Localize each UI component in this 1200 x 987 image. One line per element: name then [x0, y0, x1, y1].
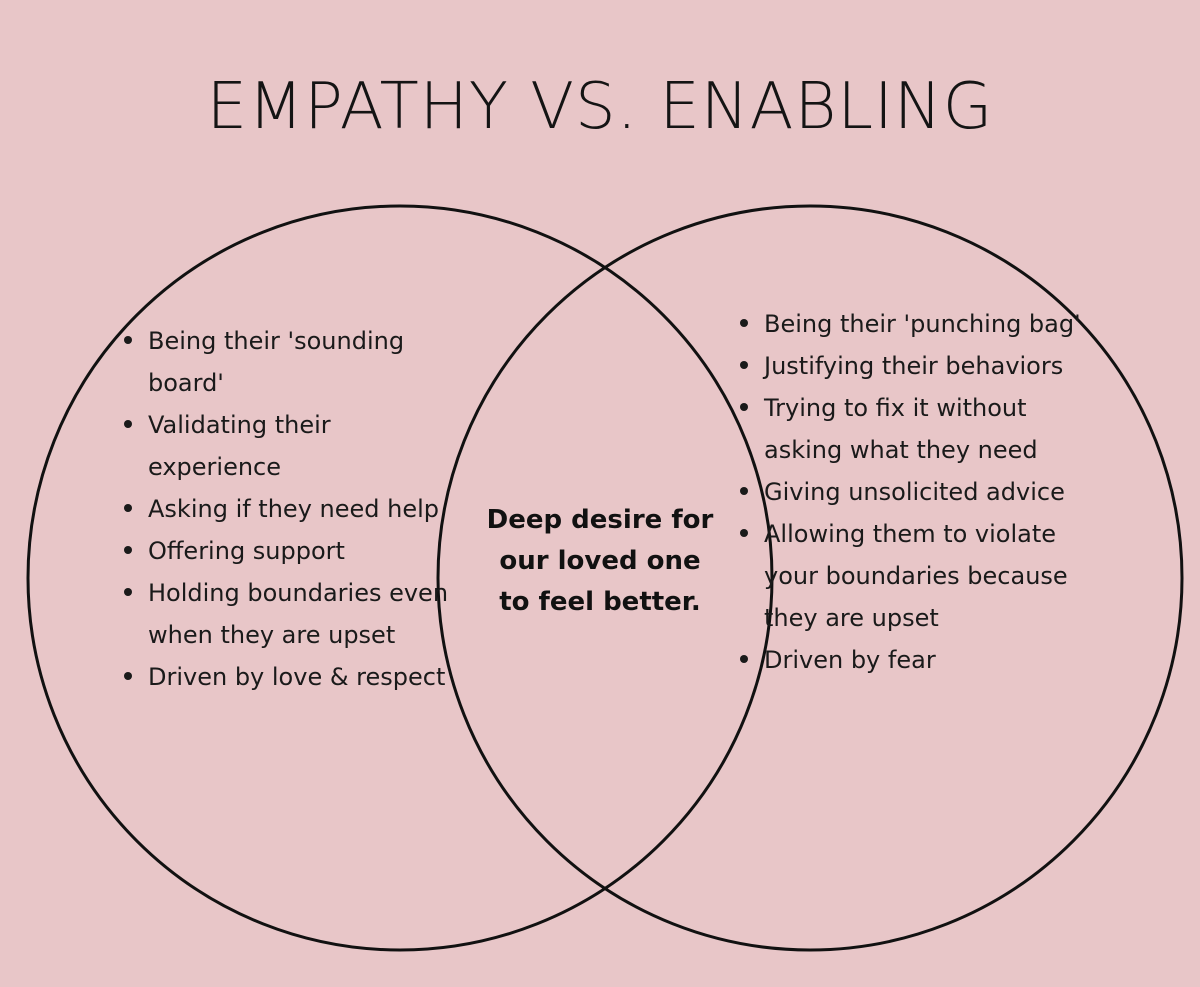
empathy-item: Being their 'sounding board'	[122, 320, 452, 404]
enabling-item: Allowing them to violate your boundaries…	[738, 513, 1098, 639]
empathy-list: Being their 'sounding board' Validating …	[122, 320, 452, 698]
empathy-item: Driven by love & respect	[122, 656, 452, 698]
enabling-item: Justifying their behaviors	[738, 345, 1098, 387]
diagram-title: EMPATHY VS. ENABLING	[206, 70, 994, 144]
empathy-item: Validating their experience	[122, 404, 452, 488]
enabling-item: Giving unsolicited advice	[738, 471, 1098, 513]
empathy-item: Asking if they need help	[122, 488, 452, 530]
enabling-list: Being their 'punching bag' Justifying th…	[738, 303, 1098, 681]
empathy-item: Holding boundaries even when they are up…	[122, 572, 452, 656]
enabling-item: Being their 'punching bag'	[738, 303, 1098, 345]
shared-overlap-text: Deep desire for our loved one to feel be…	[486, 505, 714, 617]
enabling-item: Trying to fix it without asking what the…	[738, 387, 1098, 471]
enabling-item: Driven by fear	[738, 639, 1098, 681]
empathy-item: Offering support	[122, 530, 452, 572]
right-circle	[436, 204, 1184, 952]
left-circle	[26, 204, 774, 952]
